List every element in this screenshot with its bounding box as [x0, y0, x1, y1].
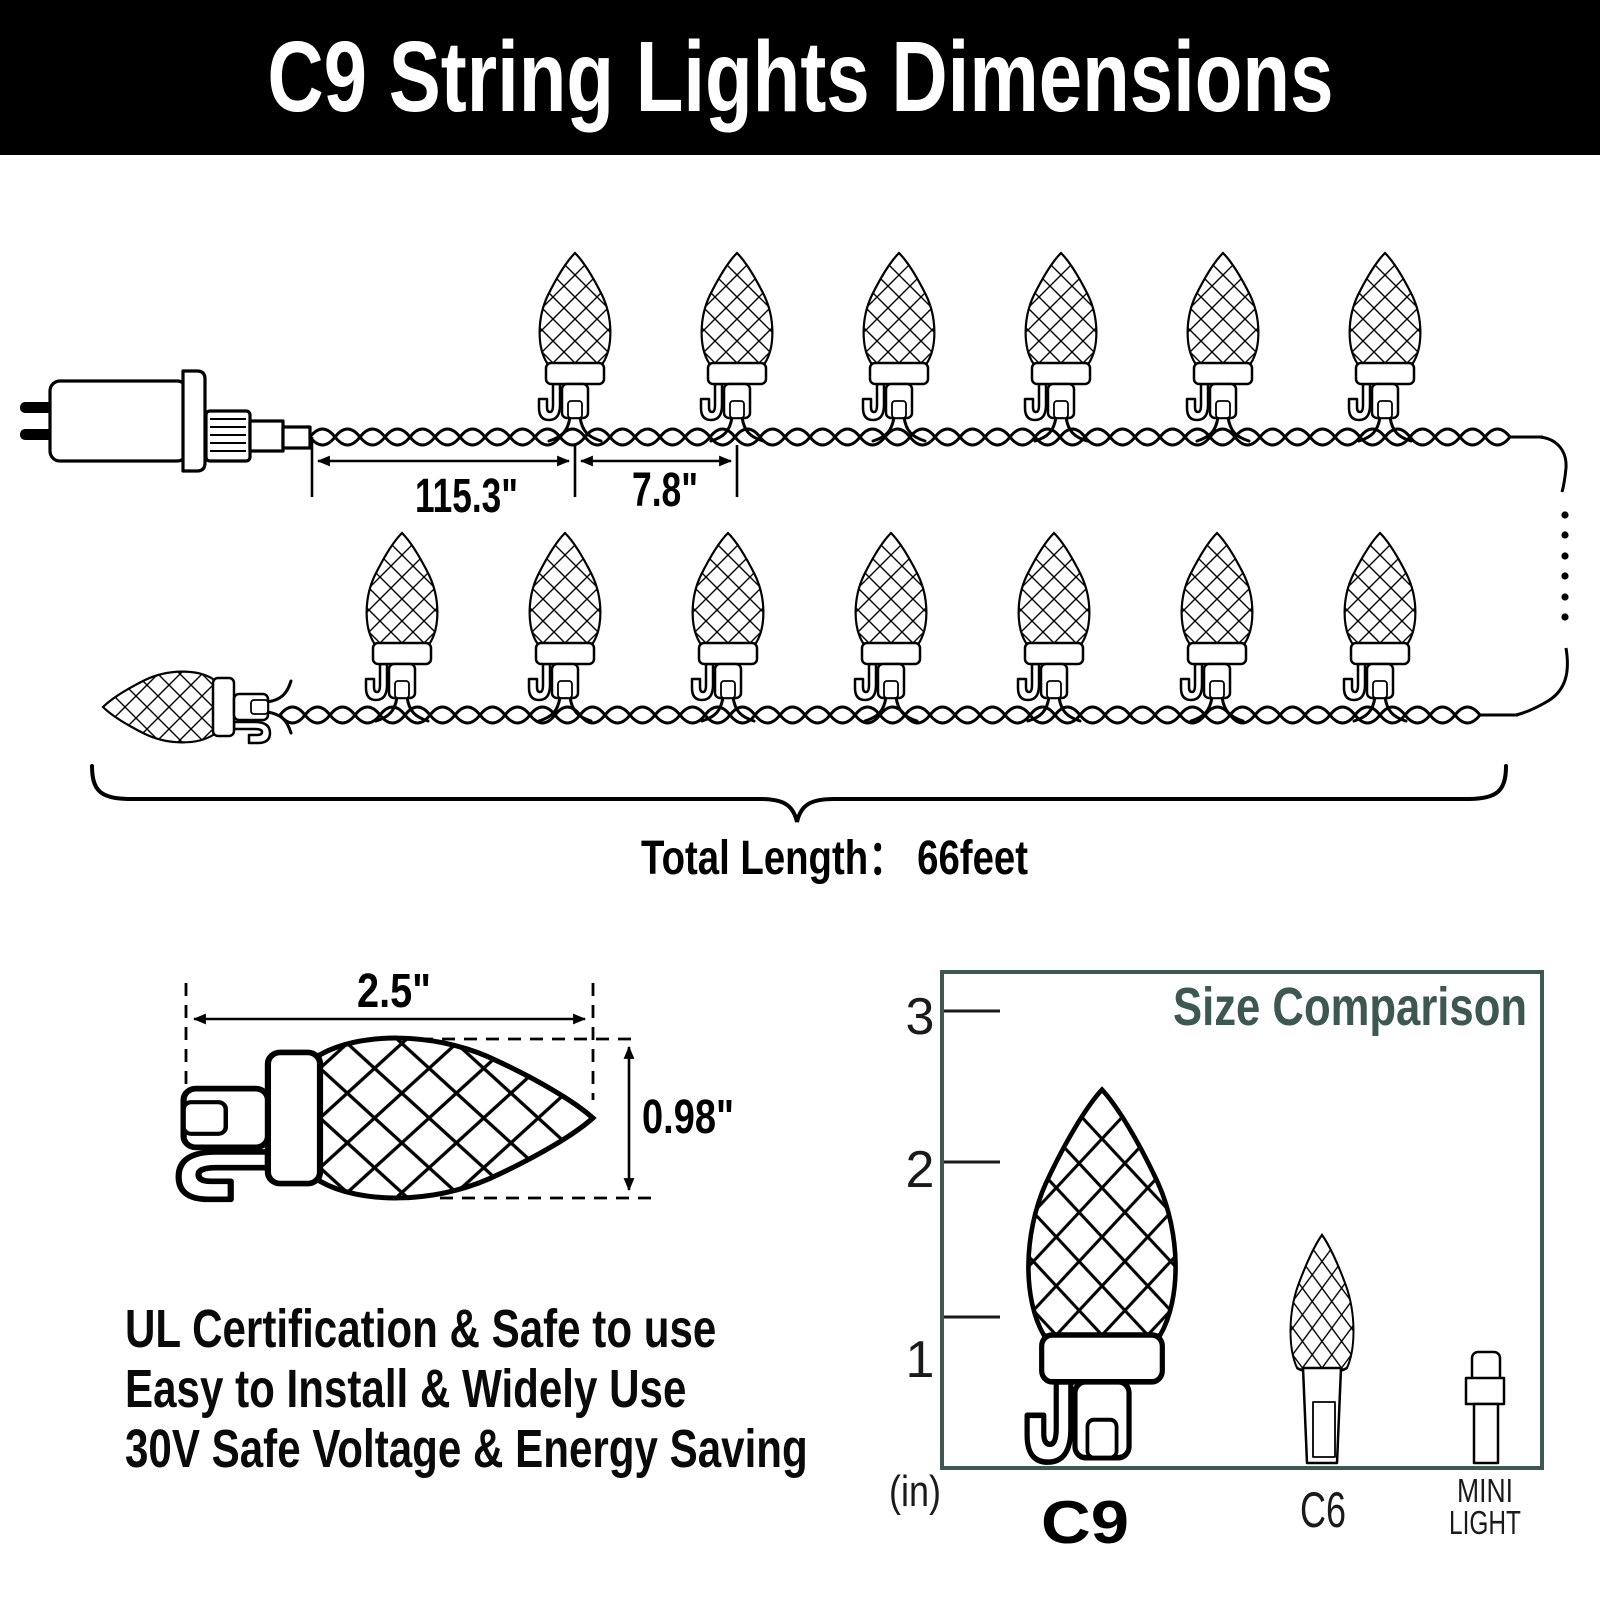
size-comparison-title: Size Comparison	[1173, 977, 1527, 1037]
bulb-spacing-dimension-label: 7.8"	[632, 464, 698, 517]
spacing-dimensions: 115.3" 7.8"	[310, 437, 739, 523]
wire-right-loop	[1515, 435, 1569, 717]
c9-bulb	[1187, 253, 1258, 441]
c9-bulb	[1349, 253, 1420, 441]
c9-label: C9	[1041, 1489, 1129, 1556]
header-bar: C9 String Lights Dimensions	[0, 0, 1600, 155]
width-dimension: 2.5"	[184, 965, 595, 1100]
inch-axis	[944, 1009, 1000, 1319]
feature-line: Easy to Install & Widely Use	[125, 1359, 687, 1419]
axis-tick-1: 1	[906, 1331, 935, 1389]
c9-bulb	[1181, 533, 1252, 721]
bulb-height-label: 0.98"	[642, 1091, 734, 1144]
feature-line: UL Certification & Safe to use	[125, 1299, 717, 1359]
bulb-width-label: 2.5"	[357, 965, 431, 1018]
c9-bulb-large	[179, 1038, 593, 1199]
total-length-annotation: Total Length： 66feet	[90, 764, 1508, 885]
c9-end-bulb	[103, 672, 291, 743]
c9-bulb	[529, 533, 600, 721]
bulb-dimension-diagram: 2.5" 0.98"	[60, 965, 734, 1290]
c9-bulb	[701, 253, 772, 441]
c9-comparison-bulb	[1027, 1090, 1175, 1462]
c9-bulb	[1018, 533, 1089, 721]
c9-bulb	[855, 533, 926, 721]
c9-bulb	[366, 533, 437, 721]
c9-bulb	[1025, 253, 1096, 441]
mini-light-label: MINI	[1457, 1472, 1513, 1509]
c6-comparison-bulb	[1289, 1233, 1355, 1465]
top-bulb-row	[539, 253, 1420, 441]
string-wire	[278, 427, 1543, 725]
c6-label: C6	[1300, 1482, 1346, 1538]
string-lights-diagram: 115.3" 7.8" Total Length： 66feet	[20, 155, 1569, 885]
page-title: C9 String Lights Dimensions	[266, 21, 1334, 133]
continuation-dots	[1561, 511, 1569, 621]
feature-line: 30V Safe Voltage & Energy Saving	[125, 1419, 808, 1479]
c9-bulb	[863, 253, 934, 441]
plug-to-bulb-dimension-label: 115.3"	[415, 470, 518, 523]
total-length-label: Total Length： 66feet	[641, 832, 1028, 885]
power-plug	[20, 369, 312, 473]
axis-tick-2: 2	[906, 1141, 935, 1199]
mini-light-comparison-bulb	[1464, 1350, 1506, 1465]
mini-light-label: LIGHT	[1449, 1504, 1521, 1541]
chart-frame	[940, 970, 1544, 1470]
size-comparison-chart: Size Comparison 3 2 1 (in) C9 C6 MINI LI…	[889, 970, 1544, 1556]
c9-bulb	[692, 533, 763, 721]
bottom-bulb-row	[366, 533, 1415, 721]
axis-unit-label: (in)	[889, 1467, 941, 1516]
height-dimension: 0.98"	[420, 1037, 734, 1200]
c9-bulb	[539, 253, 610, 441]
feature-list: UL Certification & Safe to use Easy to I…	[125, 1299, 808, 1479]
axis-tick-3: 3	[906, 988, 935, 1046]
c9-bulb	[1344, 533, 1415, 721]
